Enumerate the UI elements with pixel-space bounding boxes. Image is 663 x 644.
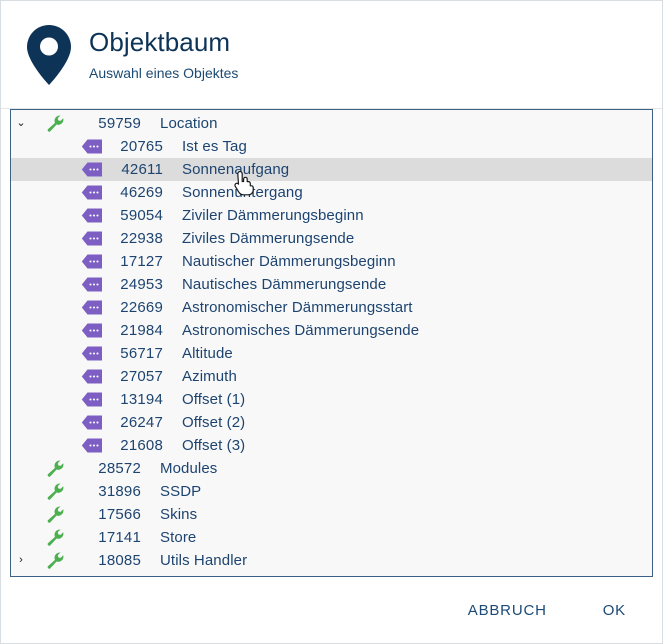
tree-row-id: 20765	[120, 138, 163, 155]
tag-icon	[78, 300, 106, 315]
tree-row-label: Skins	[160, 506, 198, 523]
tree-row-label: Offset (2)	[182, 414, 246, 431]
tag-icon	[78, 369, 106, 384]
wrench-icon	[41, 552, 69, 569]
tag-icon	[78, 254, 106, 269]
tree-row-id: 26247	[120, 414, 163, 431]
tag-icon	[78, 323, 106, 338]
dialog-footer: ABBRUCH OK	[1, 577, 662, 643]
tag-icon	[78, 208, 106, 223]
tree-row[interactable]: 13194 Offset (1)	[11, 388, 652, 411]
tree-row-id: 56717	[120, 345, 163, 362]
tree-row-label: Azimuth	[182, 368, 237, 385]
tag-icon	[78, 415, 106, 430]
wrench-icon	[41, 115, 69, 132]
page-title: Objektbaum	[89, 27, 231, 57]
tree-row[interactable]: 17566 Skins	[11, 503, 652, 526]
tree-row-id: 21984	[120, 322, 163, 339]
tree-row-id: 59054	[120, 207, 163, 224]
header-text-block: Objektbaum Auswahl eines Objektes	[89, 27, 238, 82]
tree-row-label: Store	[160, 529, 197, 546]
wrench-icon	[41, 483, 69, 500]
tree-row-id: 31896	[98, 483, 141, 500]
tree-row-id: 13194	[120, 391, 163, 408]
tree-row[interactable]: 28572 Modules	[11, 457, 652, 480]
tag-icon	[78, 277, 106, 292]
tree-row-id: 27057	[120, 368, 163, 385]
tree-row[interactable]: 56717 Altitude	[11, 342, 652, 365]
tree-row-label: Nautischer Dämmerungsbeginn	[182, 253, 396, 270]
ok-button[interactable]: OK	[593, 594, 636, 627]
tree-row[interactable]: 22938 Ziviles Dämmerungsende	[11, 227, 652, 250]
chevron-right-icon[interactable]: ›	[19, 554, 23, 566]
tree-row-label: Astronomisches Dämmerungsende	[182, 322, 420, 339]
tree-row-label: Modules	[160, 460, 218, 477]
tree-row[interactable]: 59054 Ziviler Dämmerungsbeginn	[11, 204, 652, 227]
tree-row[interactable]: 21984 Astronomisches Dämmerungsende	[11, 319, 652, 342]
page-subtitle: Auswahl eines Objektes	[89, 65, 239, 81]
tree-row-id: 46269	[120, 184, 163, 201]
tree-row-label: Nautisches Dämmerungsende	[182, 276, 387, 293]
tree-row-label: Astronomischer Dämmerungsstart	[182, 299, 413, 316]
tree-row-label: Sonnenaufgang	[182, 161, 290, 178]
tag-icon	[78, 162, 106, 177]
tree-row-id: 17127	[120, 253, 163, 270]
dialog-header: Objektbaum Auswahl eines Objektes	[1, 1, 662, 109]
tree-row[interactable]: 24953 Nautisches Dämmerungsende	[11, 273, 652, 296]
tree-row-id: 28572	[98, 460, 141, 477]
tag-icon	[78, 346, 106, 361]
wrench-icon	[41, 506, 69, 523]
tag-icon	[78, 392, 106, 407]
tree-row[interactable]: 27057 Azimuth	[11, 365, 652, 388]
tree-row-label: Ziviles Dämmerungsende	[182, 230, 355, 247]
tag-icon	[78, 185, 106, 200]
wrench-icon	[41, 460, 69, 477]
tree-row-id: 18085	[98, 552, 141, 569]
tree-row-label: Utils Handler	[160, 552, 248, 569]
tree-row[interactable]: 21608 Offset (3)	[11, 434, 652, 457]
tree-row-id: 22938	[120, 230, 163, 247]
tree-row-id: 17141	[98, 529, 141, 546]
tag-icon	[78, 438, 106, 453]
tree-row[interactable]: 31896 SSDP	[11, 480, 652, 503]
wrench-icon	[41, 529, 69, 546]
tree-row-id: 59759	[98, 115, 141, 132]
tag-icon	[78, 231, 106, 246]
tree-row[interactable]: › 18085 Utils Handler	[11, 549, 652, 572]
tree-row-id: 22669	[120, 299, 163, 316]
tree-row-label: Location	[160, 115, 218, 132]
tree-row-label: Altitude	[182, 345, 233, 362]
tree-row-id: 17566	[98, 506, 141, 523]
tag-icon	[78, 139, 106, 154]
tree-row[interactable]: ⌄ 59759 Location	[11, 112, 652, 135]
cancel-button[interactable]: ABBRUCH	[458, 594, 557, 627]
tree-row-label: SSDP	[160, 483, 202, 500]
tree-row[interactable]: 26247 Offset (2)	[11, 411, 652, 434]
tree-row[interactable]: 22669 Astronomischer Dämmerungsstart	[11, 296, 652, 319]
chevron-down-icon[interactable]: ⌄	[16, 117, 26, 129]
tree-row-label: Ist es Tag	[182, 138, 247, 155]
tree-row-label: Ziviler Dämmerungsbeginn	[182, 207, 364, 224]
tree-row[interactable]: 42611 Sonnenaufgang	[11, 158, 652, 181]
tree-row-label: Offset (3)	[182, 437, 246, 454]
tree-row-id: 24953	[120, 276, 163, 293]
tree-row[interactable]: 17127 Nautischer Dämmerungsbeginn	[11, 250, 652, 273]
tree-row[interactable]: 46269 Sonnenuntergang	[11, 181, 652, 204]
location-pin-icon	[19, 24, 79, 86]
tree-row-id: 21608	[120, 437, 163, 454]
tree-row[interactable]: 17141 Store	[11, 526, 652, 549]
tree-row-label: Offset (1)	[182, 391, 246, 408]
tree-row[interactable]: 20765 Ist es Tag	[11, 135, 652, 158]
tree-row-id: 42611	[121, 161, 163, 178]
tree-row-label: Sonnenuntergang	[182, 184, 303, 201]
